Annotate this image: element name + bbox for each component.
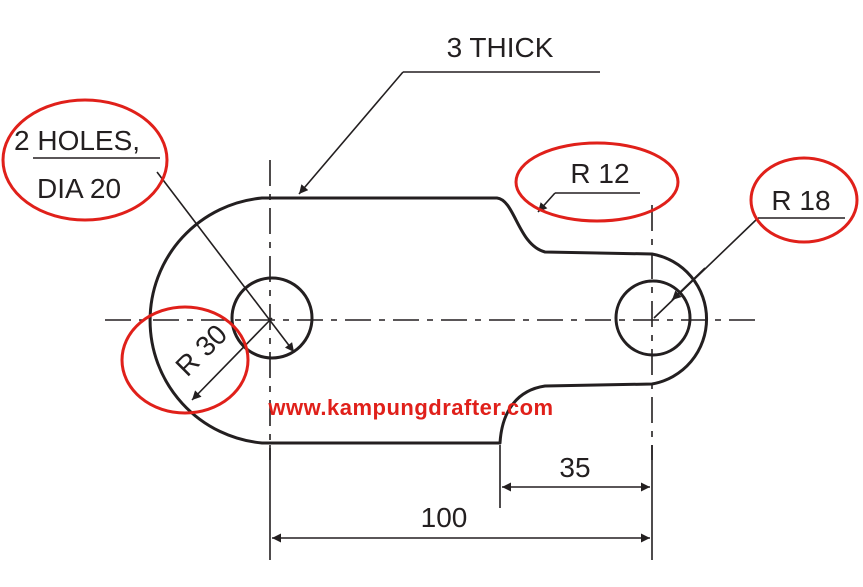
r18-leader <box>653 217 759 319</box>
dimension-100-label: 100 <box>421 502 468 533</box>
left-hole <box>230 276 314 360</box>
right-hole <box>614 279 692 357</box>
r30-label: R 30 <box>169 318 233 382</box>
thickness-note: 3 THICK <box>447 32 554 63</box>
r30-leader <box>191 317 273 401</box>
thickness-leader <box>298 71 404 195</box>
highlight-r18 <box>749 156 859 244</box>
r18-label: R 18 <box>771 185 830 216</box>
highlight-r12 <box>514 141 680 223</box>
r12-label: R 12 <box>570 158 629 189</box>
dimension-35-label: 35 <box>559 452 590 483</box>
r18-arrow <box>671 267 706 301</box>
holes-note-line1: 2 HOLES, <box>14 125 140 156</box>
highlight-holes-note <box>1 98 169 222</box>
watermark: www.kampungdrafter.com <box>267 395 553 420</box>
highlight-r30 <box>120 305 250 415</box>
holes-leader <box>156 171 295 353</box>
holes-note-line2: DIA 20 <box>37 173 121 204</box>
part-outline <box>148 196 709 445</box>
